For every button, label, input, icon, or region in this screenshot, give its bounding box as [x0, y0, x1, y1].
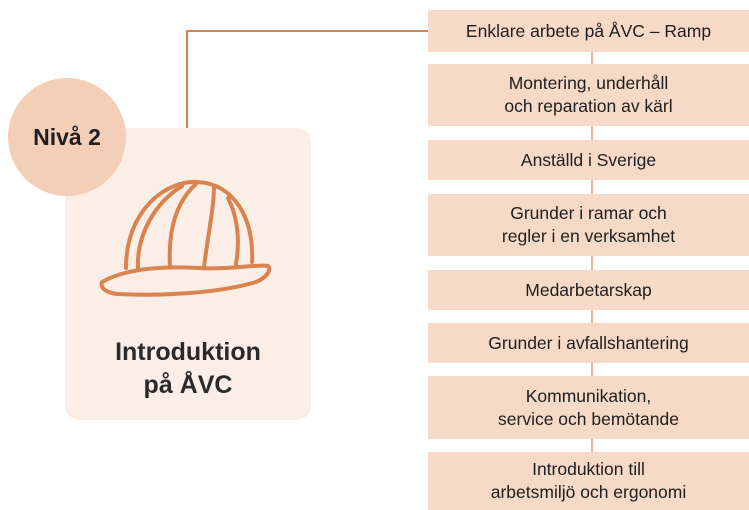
module-label: Grunder i avfallshantering [488, 332, 689, 353]
module-separator [591, 52, 593, 64]
module-label: och reparation av kärl [504, 96, 673, 116]
module-item: Montering, underhåll och reparation av k… [428, 64, 749, 126]
module-label: Grunder i ramar och [510, 203, 667, 223]
module-label: Montering, underhåll [508, 73, 669, 93]
module-separator [591, 363, 593, 376]
module-item: Anställd i Sverige [428, 140, 749, 180]
module-separator [591, 310, 593, 323]
module-separator [591, 256, 593, 270]
module-label: Anställd i Sverige [520, 149, 657, 170]
module-label: regler i en verksamhet [501, 226, 676, 246]
module-item: Introduktion till arbetsmiljö och ergono… [428, 452, 749, 510]
module-item: Kommunikation, service och bemötande [428, 376, 749, 439]
module-separator [591, 126, 593, 140]
module-label: Kommunikation, [525, 385, 652, 406]
module-label: service och bemötande [498, 408, 679, 429]
course-title-line: på ÅVC [143, 371, 233, 399]
module-item: Enklare arbete på ÅVC – Ramp [428, 10, 749, 52]
module-separator [591, 439, 593, 452]
module-label: Enklare arbete på ÅVC – Ramp [465, 20, 712, 41]
module-label: arbetsmiljö och ergonomi [490, 482, 687, 502]
module-item: Grunder i avfallshantering [428, 323, 749, 363]
course-title: Introduktion på ÅVC [65, 336, 311, 402]
course-title-line: Introduktion [115, 338, 261, 366]
module-item: Grunder i ramar och regler i en verksamh… [428, 194, 749, 256]
module-label: Introduktion till [532, 459, 645, 479]
module-separator [591, 180, 593, 194]
module-item: Medarbetarskap [428, 270, 749, 310]
module-label: Medarbetarskap [525, 279, 652, 300]
hard-hat-icon [99, 179, 272, 297]
level-badge: Nivå 2 [8, 78, 126, 196]
